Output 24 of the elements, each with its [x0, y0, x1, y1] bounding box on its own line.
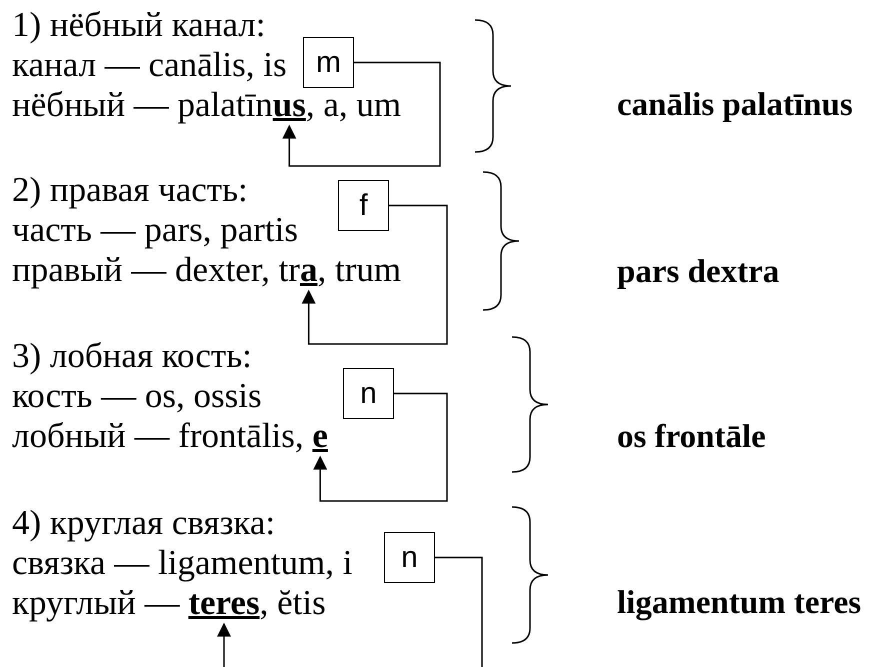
adjective-line: нёбный — palatīnus, a, um: [12, 85, 402, 125]
connector-arrow: [313, 392, 448, 502]
connector-arrow: [282, 62, 441, 167]
vocabulary-line: канал — canālis, is: [12, 45, 287, 85]
adjective-line: правый — dexter, tra, trum: [12, 250, 402, 290]
item-heading: 3) лобная кость:: [12, 336, 252, 376]
result-term: canālis palatīnus: [617, 86, 853, 125]
vocabulary-line: связка — ligamentum, i: [12, 543, 352, 583]
connector-arrow: [217, 556, 483, 667]
item-heading: 2) правая часть:: [12, 170, 248, 210]
adjective-line: круглый — teres, ĕtis: [12, 583, 326, 623]
connector-arrow: [302, 204, 448, 345]
gender-box: f: [338, 180, 389, 231]
gender-box: n: [343, 368, 394, 419]
vocabulary-line: кость — os, ossis: [12, 376, 262, 416]
result-term: pars dextra: [617, 253, 780, 292]
gender-box: m: [303, 37, 354, 88]
gender-box: n: [384, 532, 435, 583]
adjective-line: лобный — frontālis, e: [12, 416, 328, 456]
result-term: os frontāle: [617, 418, 766, 457]
result-term: ligamentum teres: [617, 584, 862, 623]
item-heading: 4) круглая связка:: [12, 503, 276, 543]
item-heading: 1) нёбный канал:: [12, 5, 266, 45]
vocabulary-line: часть — pars, partis: [12, 210, 298, 250]
